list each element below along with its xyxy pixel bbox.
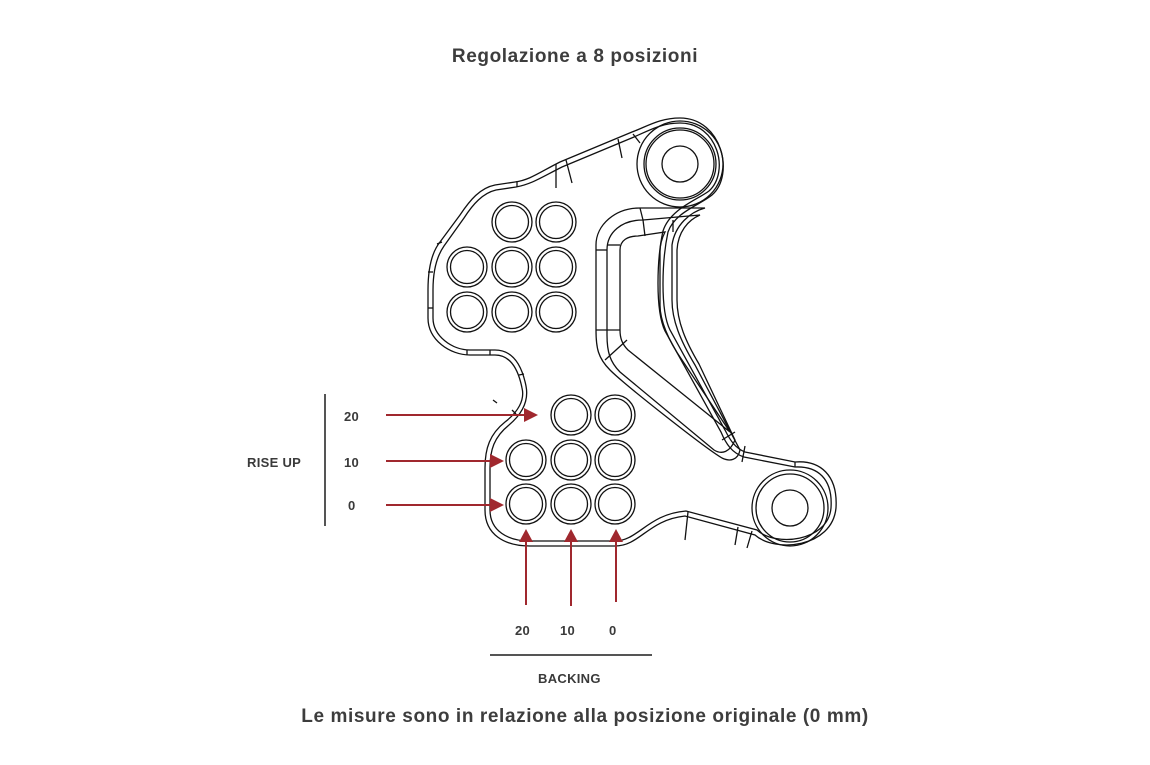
position-hole-cluster bbox=[505, 394, 636, 525]
mounting-hole bbox=[535, 246, 577, 288]
position-hole bbox=[594, 394, 636, 436]
mounting-hole bbox=[491, 291, 533, 333]
arrow-right-icon bbox=[386, 454, 504, 468]
backing-value-20: 20 bbox=[515, 623, 531, 638]
rise-up-value-20: 20 bbox=[344, 409, 360, 424]
rise-up-value-10: 10 bbox=[344, 455, 360, 470]
mounting-hole bbox=[446, 291, 488, 333]
mounting-hole bbox=[446, 246, 488, 288]
rise-up-value-0: 0 bbox=[348, 498, 356, 513]
position-hole bbox=[594, 439, 636, 481]
backing-value-0: 0 bbox=[609, 623, 617, 638]
rise-up-label: RISE UP bbox=[247, 455, 302, 470]
mounting-hole bbox=[535, 291, 577, 333]
position-hole bbox=[550, 439, 592, 481]
mounting-hole bbox=[535, 201, 577, 243]
position-hole bbox=[505, 483, 547, 525]
arrow-right-icon bbox=[386, 408, 538, 422]
arrow-up-icon bbox=[564, 529, 578, 606]
arrow-up-icon bbox=[609, 529, 623, 602]
footer-note: Le misure sono in relazione alla posizio… bbox=[301, 706, 869, 727]
backing-arrows bbox=[519, 529, 623, 606]
position-hole bbox=[550, 483, 592, 525]
arrow-right-icon bbox=[386, 498, 504, 512]
mounting-hole bbox=[491, 246, 533, 288]
arrow-up-icon bbox=[519, 529, 533, 605]
mounting-hole bbox=[491, 201, 533, 243]
backing-label: BACKING bbox=[538, 671, 601, 686]
backing-value-10: 10 bbox=[560, 623, 576, 638]
upper-hole-cluster bbox=[446, 201, 577, 333]
position-hole bbox=[505, 439, 547, 481]
bracket-outline bbox=[427, 117, 837, 549]
diagram-title: Regolazione a 8 posizioni bbox=[451, 46, 699, 67]
position-hole bbox=[550, 394, 592, 436]
rise-up-arrows bbox=[386, 408, 538, 512]
position-hole bbox=[594, 483, 636, 525]
